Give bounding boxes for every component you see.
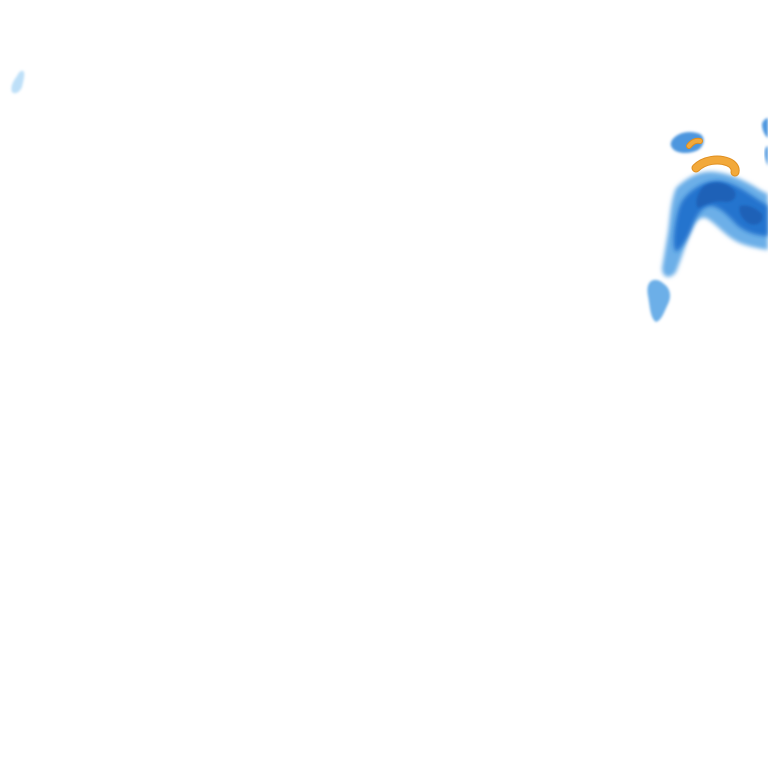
echo-northwest-speck (11, 70, 25, 94)
core-arc-small (687, 138, 702, 148)
core-arc-main (692, 156, 739, 176)
echo-orange-core (686, 137, 740, 177)
echo-main-band-deep (696, 182, 763, 225)
echo-southern-tail (647, 279, 671, 322)
echo-small-north-cell (670, 132, 704, 153)
echo-east-edge (762, 118, 768, 166)
